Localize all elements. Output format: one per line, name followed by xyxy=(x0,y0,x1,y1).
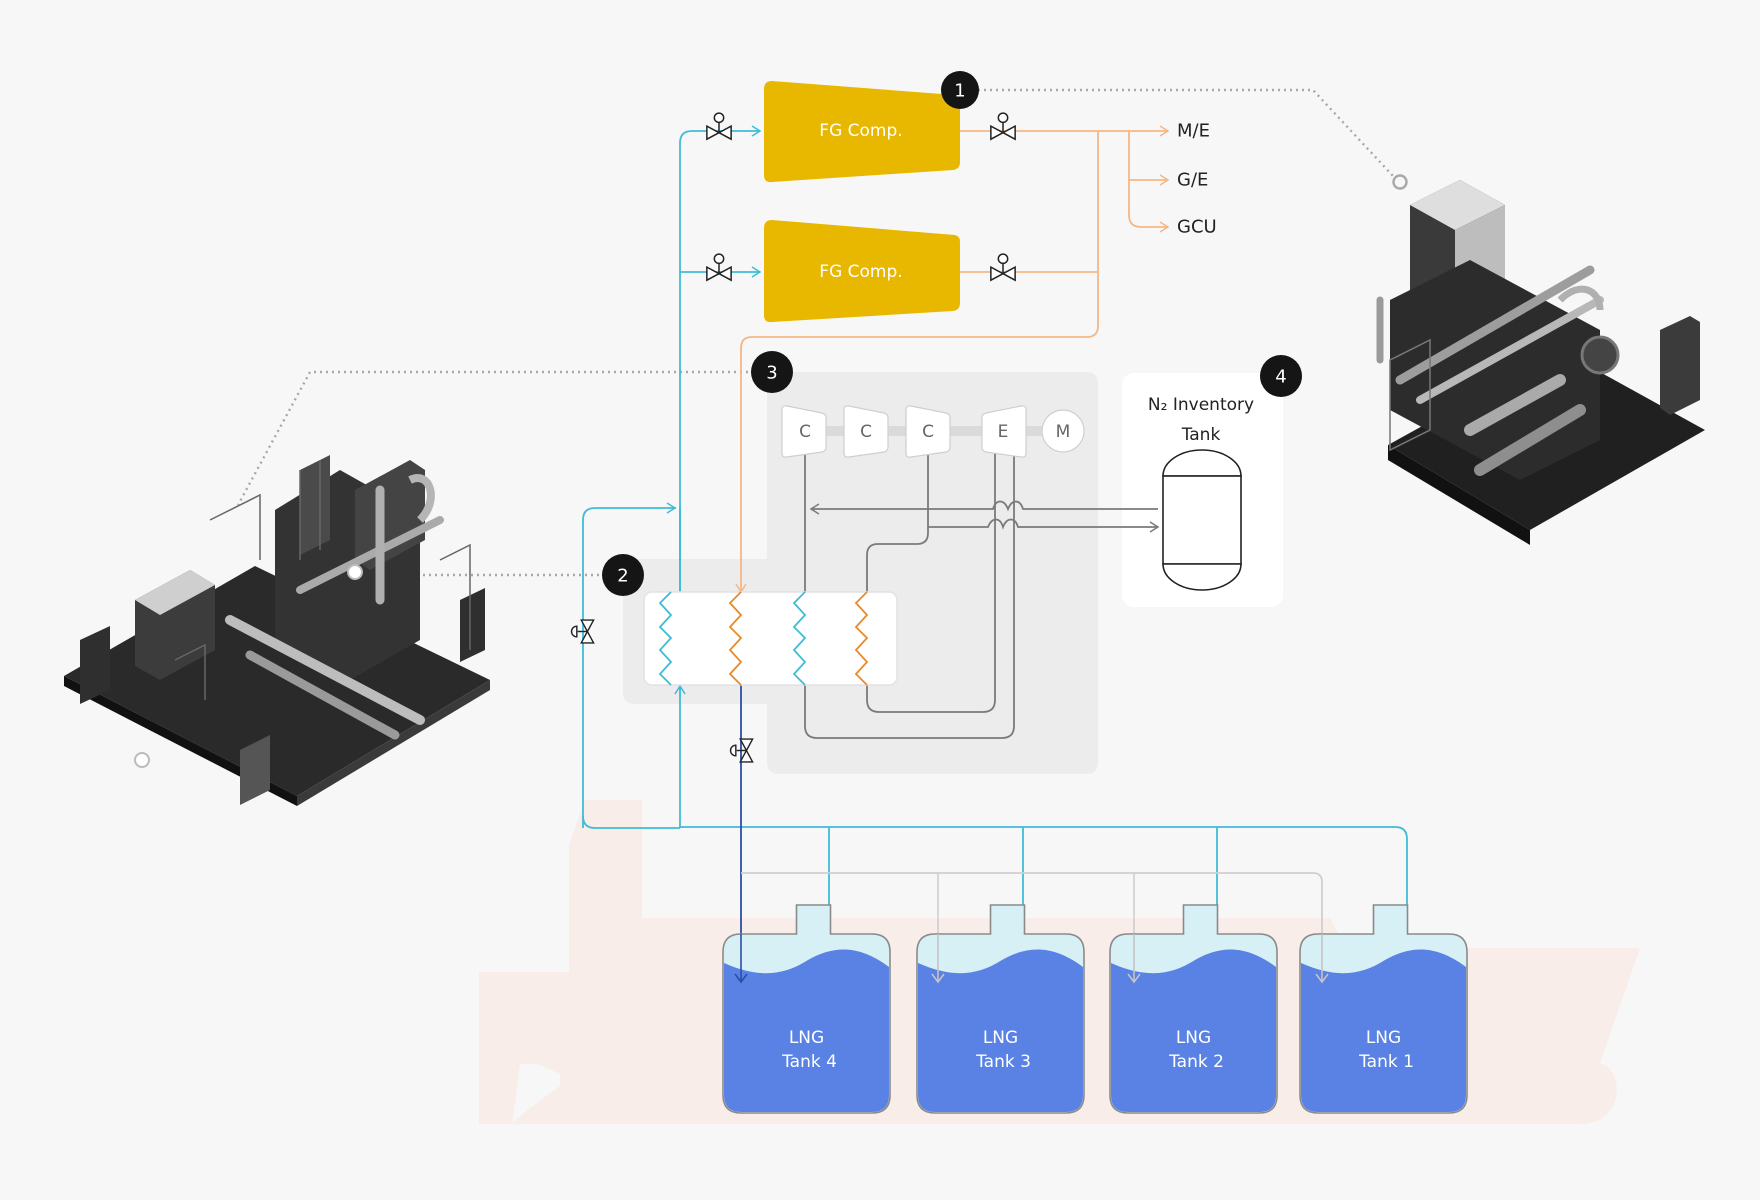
inlet-arrow xyxy=(1127,934,1141,984)
badge-2-number: 2 xyxy=(617,566,628,587)
inlet-arrow xyxy=(931,934,945,984)
coil-cyan-2 xyxy=(792,591,807,686)
coil-orange-1 xyxy=(728,591,743,686)
valve-icon[interactable] xyxy=(706,253,732,281)
coil-orange-2 xyxy=(854,591,869,686)
fg-compressor-2-label: FG Comp. xyxy=(819,262,902,282)
valve-icon[interactable] xyxy=(990,112,1016,140)
compressor-stage-2-label: C xyxy=(860,422,872,442)
badge-4[interactable]: 4 xyxy=(1260,355,1302,397)
lng-tank-1[interactable]: LNG Tank 1 xyxy=(1299,904,1468,1114)
badge-1[interactable]: 1 xyxy=(941,71,979,109)
n2-tank-title-line1: N₂ Inventory xyxy=(1148,395,1254,415)
compressor-stage-1[interactable]: C xyxy=(781,405,827,458)
heat-exchanger xyxy=(643,591,898,686)
fg-compressor-1-label: FG Comp. xyxy=(819,121,902,141)
compressor-stage-3-label: C xyxy=(922,422,934,442)
valve-icon[interactable] xyxy=(706,112,732,140)
lng-tank-label-line1: LNG xyxy=(1176,1028,1211,1048)
fg-compressor-1[interactable]: FG Comp. xyxy=(764,81,960,183)
coil-cyan-1 xyxy=(658,591,673,686)
badge-3[interactable]: 3 xyxy=(751,351,793,393)
compressor-stage-2[interactable]: C xyxy=(843,405,889,458)
tank-inlet-arrows xyxy=(734,934,1329,984)
lng-tank-label-line1: LNG xyxy=(983,1028,1018,1048)
badge-4-number: 4 xyxy=(1275,367,1286,388)
lng-tank-label-line1: LNG xyxy=(1366,1028,1401,1048)
lng-tank-label-line2: Tank 1 xyxy=(1358,1052,1414,1072)
badge-3-number: 3 xyxy=(766,363,777,384)
cyan-gas-lines xyxy=(582,125,1408,905)
lng-tank-2[interactable]: LNG Tank 2 xyxy=(1109,904,1278,1114)
lng-tank-label-line2: Tank 2 xyxy=(1168,1052,1224,1072)
lng-tank-label-line2: Tank 3 xyxy=(975,1052,1031,1072)
lng-liquid xyxy=(918,949,1083,1112)
output-label-me: M/E xyxy=(1177,121,1210,142)
lng-liquid xyxy=(1111,949,1276,1112)
compressor-stage-1-label: C xyxy=(799,422,811,442)
lng-liquid xyxy=(1301,949,1466,1112)
leader-line-3 xyxy=(236,370,754,506)
control-valve-icon[interactable] xyxy=(729,738,754,763)
compressor-stage-3[interactable]: C xyxy=(905,405,951,458)
heat-exchanger-coils xyxy=(658,591,869,686)
badge-2[interactable]: 2 xyxy=(602,554,644,596)
inlet-arrow xyxy=(734,934,748,984)
reliquefaction-package-image xyxy=(64,455,490,806)
expander-label: E xyxy=(998,422,1009,442)
expander[interactable]: E xyxy=(981,405,1027,458)
inlet-arrow xyxy=(1315,934,1329,984)
output-label-ge: G/E xyxy=(1177,170,1208,191)
hull-logo-mark xyxy=(512,1064,560,1124)
lng-liquid xyxy=(724,949,889,1112)
fg-compressor-2[interactable]: FG Comp. xyxy=(764,220,960,323)
motor[interactable]: M xyxy=(1041,409,1085,453)
refrigerant-lines xyxy=(804,452,1160,739)
leader-ring-1 xyxy=(1392,174,1408,190)
n2-tank-title-line2: Tank xyxy=(1181,425,1221,445)
lng-tanks: LNG Tank 4 LNG Tank 3 LNG Tank 2 LNG Tank 1 xyxy=(722,904,1468,1114)
control-valve-icon[interactable] xyxy=(570,619,595,644)
lng-tank-3[interactable]: LNG Tank 3 xyxy=(916,904,1085,1114)
output-label-gcu: GCU xyxy=(1177,217,1217,238)
n2-tank-vessel[interactable] xyxy=(1162,449,1242,591)
lng-tank-label-line2: Tank 4 xyxy=(781,1052,837,1072)
lng-tank-4[interactable]: LNG Tank 4 xyxy=(722,904,891,1114)
fg-compressor-package-image xyxy=(1376,180,1705,545)
badge-1-number: 1 xyxy=(954,81,965,102)
valve-icon[interactable] xyxy=(990,253,1016,281)
lng-tank-label-line1: LNG xyxy=(789,1028,824,1048)
motor-label: M xyxy=(1056,422,1071,442)
